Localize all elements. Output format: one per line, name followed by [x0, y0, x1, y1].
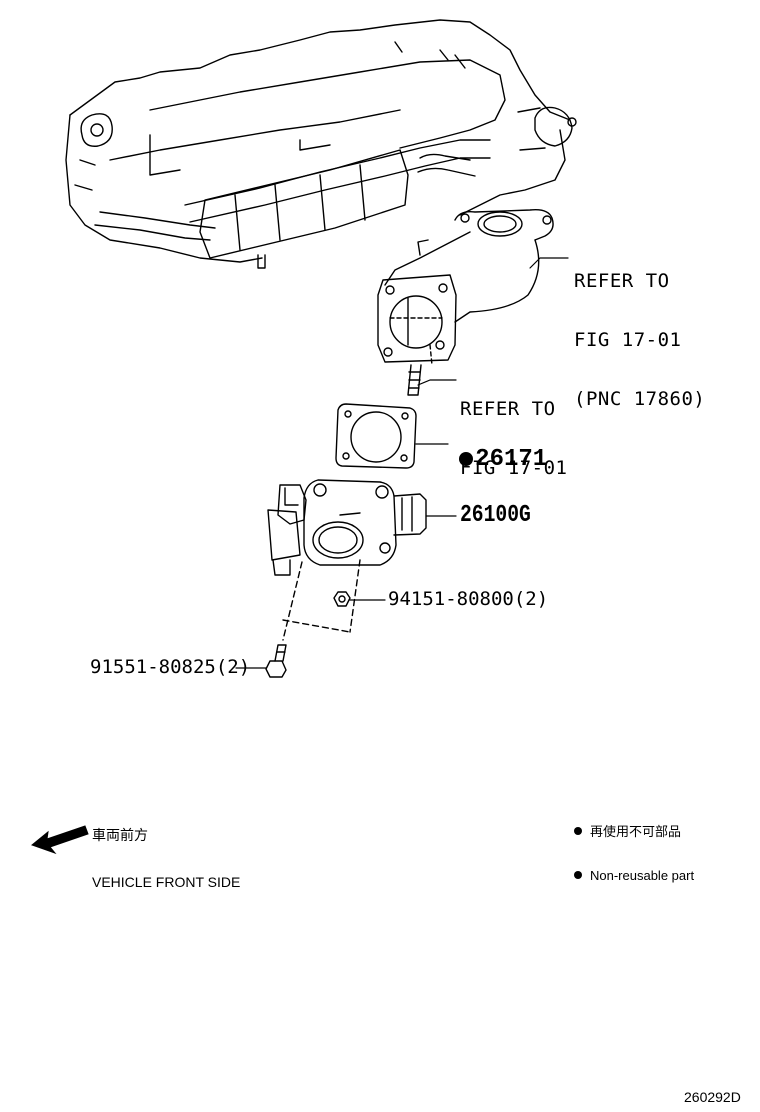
legend-jp-row: 再使用不可部品: [574, 825, 694, 838]
gasket-part-number: 26171: [475, 446, 548, 473]
refer-upper-line-1: REFER TO: [574, 270, 670, 292]
legend-en: Non-reusable part: [590, 868, 695, 883]
refer-callout-upper: REFER TO FIG 17-01 (PNC 17860): [574, 234, 705, 428]
refer-lower-line-2: FIG 17-01: [460, 457, 568, 479]
throttle-body-illustration: [267, 479, 427, 576]
intake-pipe-illustration: [377, 208, 554, 396]
bolt-illustration: [265, 644, 287, 678]
refer-callout-lower: REFER TO FIG 17-01: [460, 362, 567, 497]
vehicle-front-label: 車両前方 VEHICLE FRONT SIDE: [92, 800, 240, 903]
engine-block-illustration: [65, 19, 577, 269]
non-reusable-icon: [574, 827, 582, 835]
gasket-illustration: [335, 403, 417, 469]
assembly-guide-lines: [282, 559, 361, 641]
nut-illustration: [333, 591, 351, 607]
bolt-part-number: 91551-80825(2): [90, 656, 251, 678]
arrow-left-down-icon: [30, 825, 89, 855]
gasket-callout: 26171: [449, 432, 547, 472]
refer-lower-line-1: REFER TO: [460, 398, 556, 420]
refer-upper-line-3: (PNC 17860): [574, 388, 706, 410]
vehicle-front-en: VEHICLE FRONT SIDE: [92, 874, 241, 890]
nut-part-number: 94151-80800(2): [388, 588, 549, 610]
non-reusable-icon: [574, 871, 582, 879]
figure-code: 260292D: [684, 1089, 741, 1105]
leader-lines: [235, 257, 569, 669]
vehicle-front-jp: 車両前方: [92, 827, 148, 843]
throttle-body-part-number: 26100G: [460, 502, 531, 529]
legend: 再使用不可部品 Non-reusable part: [574, 799, 694, 895]
legend-jp: 再使用不可部品: [590, 824, 682, 839]
refer-upper-line-2: FIG 17-01: [574, 329, 682, 351]
non-reusable-icon: [459, 452, 474, 466]
legend-en-row: Non-reusable part: [574, 869, 694, 882]
